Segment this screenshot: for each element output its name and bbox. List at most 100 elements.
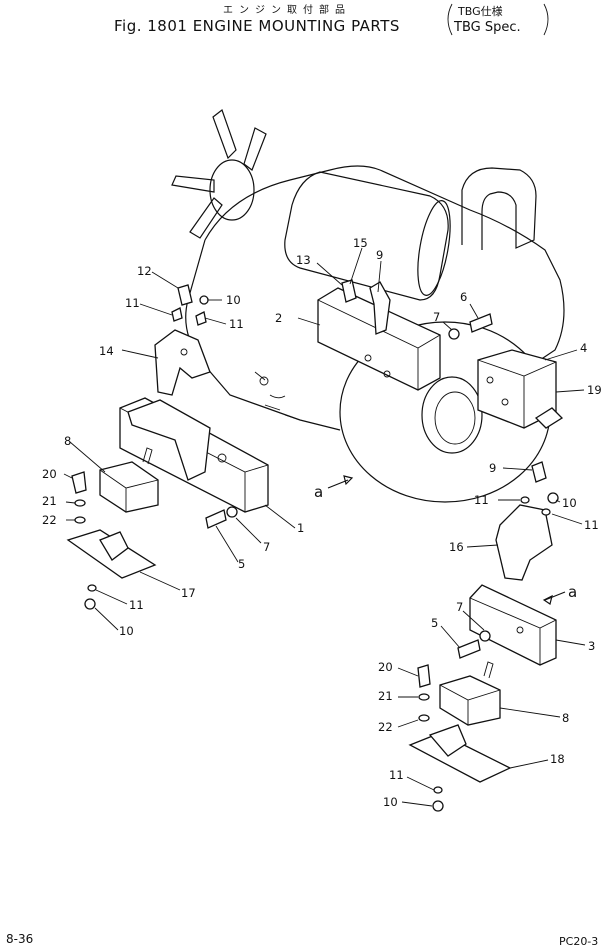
callout-8: 8 (562, 711, 569, 725)
air-cleaner (284, 171, 449, 301)
callout-18: 18 (550, 752, 565, 766)
bracket-14-hole (180, 348, 188, 356)
bracket-3-hole (516, 626, 524, 634)
bracket-part-3 (469, 584, 557, 666)
callout-7: 7 (456, 600, 463, 614)
callout-20: 20 (378, 660, 393, 674)
nut-10-top-left (199, 295, 209, 305)
fan-blade-right (243, 127, 267, 171)
callout-10: 10 (383, 795, 398, 809)
page-number: 8-36 (6, 932, 33, 946)
engine-left-outline (185, 239, 341, 431)
callout-12: 12 (137, 264, 152, 278)
callout-19: 19 (587, 383, 602, 397)
bracket-19-foot (534, 407, 564, 429)
callout-9: 9 (489, 461, 496, 475)
nut-10-lower-left (84, 598, 96, 610)
reference-a-right: a (568, 583, 577, 601)
ref-arrowhead-a-left (343, 475, 354, 486)
base-18-riser (428, 724, 467, 757)
bracket-4-hole (486, 376, 494, 384)
bolt-5-right (457, 639, 481, 659)
figure-title: Fig. 1801 ENGINE MOUNTING PARTS (114, 17, 400, 35)
mount-part-8-right (439, 675, 501, 726)
bracket-2-edges (317, 299, 441, 390)
washer-11-right (520, 496, 530, 504)
callout-2: 2 (275, 311, 282, 325)
japanese-title: エンジン取付部品 (223, 3, 351, 16)
washer-7-top (448, 328, 460, 340)
washer-21-left (74, 499, 86, 507)
flywheel-center (421, 376, 483, 454)
callout-3: 3 (588, 639, 595, 653)
model-code: PC20-3 (559, 935, 598, 947)
callout-7: 7 (263, 540, 270, 554)
washer-11-lower-left (87, 584, 97, 592)
callout-10: 10 (119, 624, 134, 638)
engine-top-outline (204, 165, 565, 361)
callout-4: 4 (580, 341, 587, 355)
bracket-1-hole (217, 453, 227, 463)
callout-21: 21 (378, 689, 393, 703)
callout-10: 10 (226, 293, 241, 307)
bolt-20-right (417, 664, 431, 688)
callout-15: 15 (353, 236, 368, 250)
engine-detail-lines (254, 371, 301, 421)
bracket-4-edges (477, 359, 557, 428)
nut-10-right (547, 492, 559, 504)
fan-hub (209, 159, 255, 221)
reference-a-left: a (314, 483, 323, 501)
callout-11: 11 (229, 317, 244, 331)
callout-7: 7 (433, 310, 440, 324)
spec-english: TBG Spec. (453, 20, 521, 35)
leader-lines (63, 247, 586, 807)
mount-8-right-edges (439, 684, 501, 725)
bolt-9-right (531, 461, 547, 483)
flywheel-bore (434, 391, 476, 445)
bolt-15 (341, 279, 357, 303)
ref-arrow-a-left (327, 479, 349, 489)
callout-9: 9 (376, 248, 383, 262)
callout-8: 8 (64, 434, 71, 448)
washer-22-right (418, 714, 430, 722)
callout-11: 11 (129, 598, 144, 612)
bolt-20-left (71, 471, 87, 494)
fan-blade-left (171, 175, 215, 193)
bracket-3-edges (469, 597, 557, 665)
bolt-6 (469, 313, 493, 333)
bolt-12 (177, 284, 193, 306)
callout-20: 20 (42, 467, 57, 481)
callout-14: 14 (99, 344, 114, 358)
ref-arrow-a-right (544, 591, 566, 601)
washer-7-left (226, 506, 238, 518)
ref-arrowhead-a-right (542, 594, 553, 605)
bracket-part-14 (154, 329, 211, 396)
callout-6: 6 (460, 290, 467, 304)
washer-11-top-left-2 (195, 311, 207, 326)
callout-1: 1 (297, 521, 304, 535)
bracket-2-hole (383, 370, 391, 378)
fan-blade-bottom (189, 197, 223, 239)
bracket-1-gusset (127, 399, 211, 481)
callout-22: 22 (378, 720, 393, 734)
washer-21-right (418, 693, 430, 701)
callout-16: 16 (449, 540, 464, 554)
callout-17: 17 (181, 586, 196, 600)
engine-detail-circle (259, 376, 269, 386)
callout-5: 5 (238, 557, 245, 571)
spec-japanese: TBG仕様 (457, 4, 503, 18)
washer-11-top-left (171, 307, 183, 322)
bolt-5-left (205, 509, 227, 529)
callout-11: 11 (584, 518, 599, 532)
bracket-part-16 (495, 504, 553, 581)
fan-blade-top (212, 109, 237, 160)
callout-22: 22 (42, 513, 57, 527)
callout-5: 5 (431, 616, 438, 630)
washer-11-lower-right (433, 786, 443, 794)
callout-10: 10 (562, 496, 577, 510)
spec-bracket-left (447, 3, 453, 36)
exhaust-pipe (461, 167, 537, 250)
callout-11: 11 (474, 493, 489, 507)
